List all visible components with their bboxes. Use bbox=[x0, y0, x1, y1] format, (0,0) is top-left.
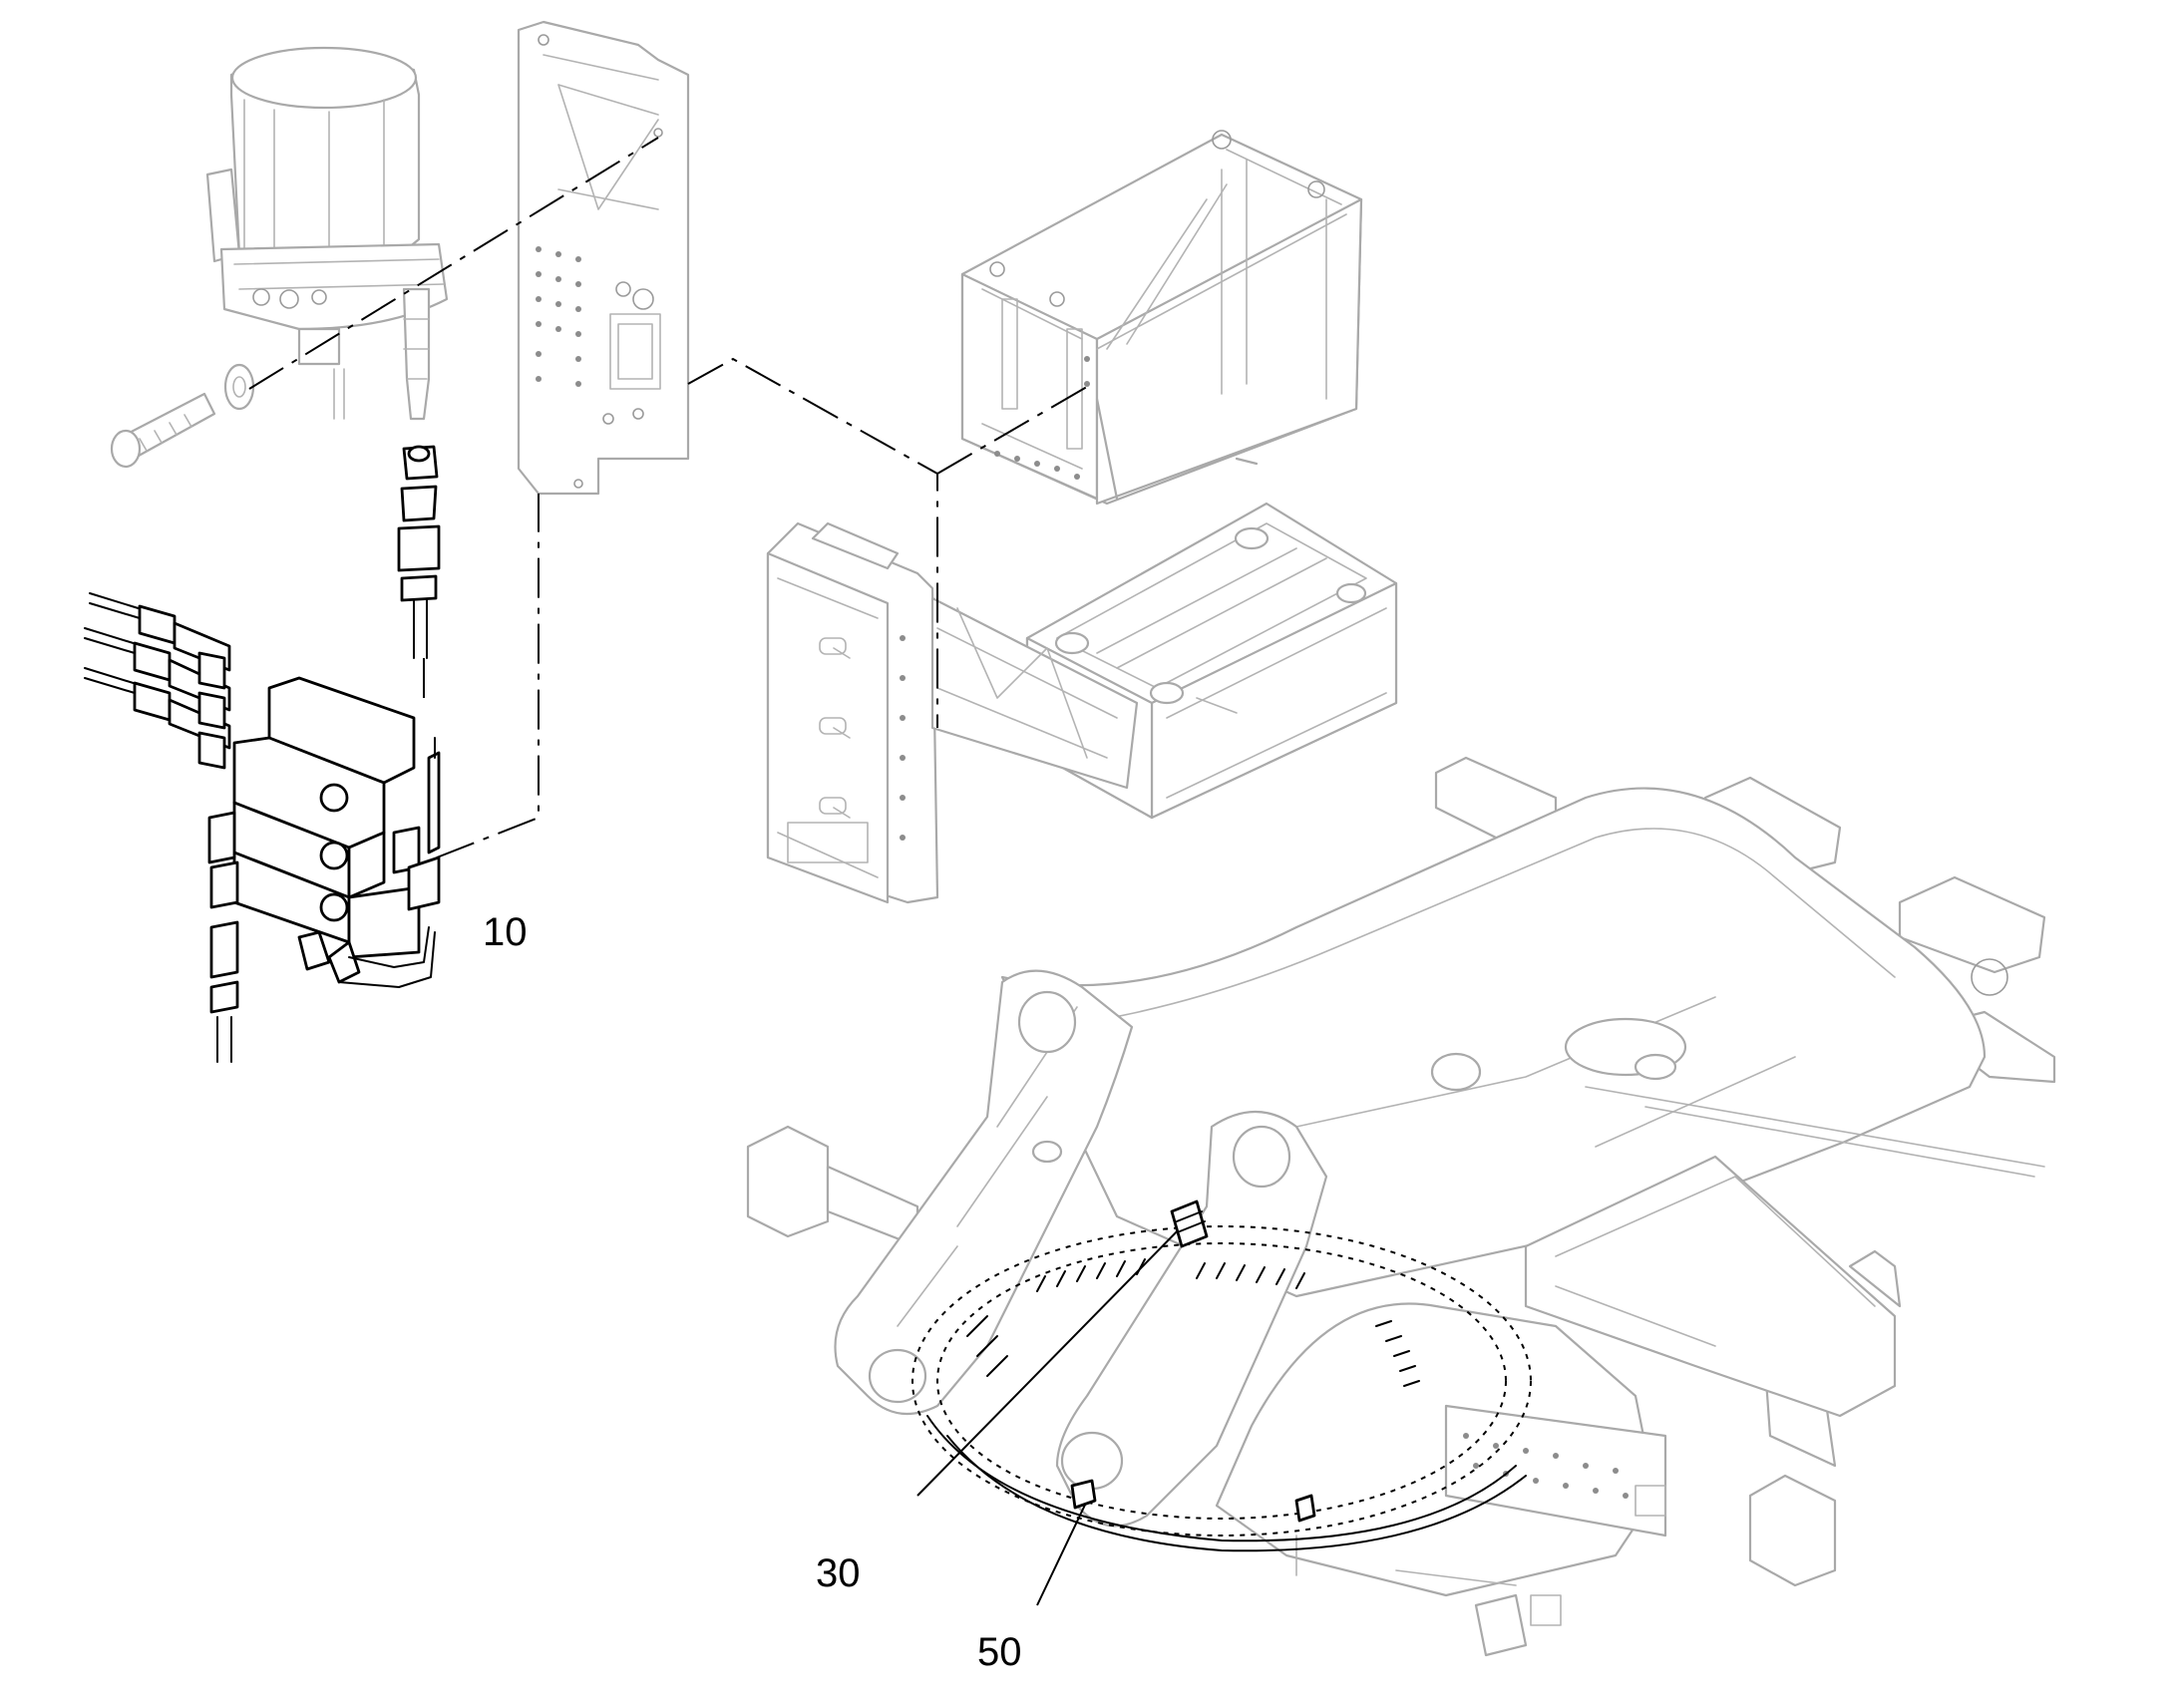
leader-lines bbox=[916, 1220, 1188, 1606]
chassis-frame bbox=[746, 756, 2056, 1657]
plate-hole-grid bbox=[536, 246, 581, 387]
lubrication-block bbox=[84, 592, 441, 1063]
callout-50: 50 bbox=[977, 1630, 1022, 1674]
grease-pump bbox=[205, 46, 449, 421]
box-frame-upper bbox=[960, 130, 1363, 506]
gantry-mast bbox=[766, 521, 1139, 904]
chain-lines bbox=[248, 137, 1093, 858]
mounting-plate bbox=[517, 20, 690, 496]
pump-hose-fittings bbox=[397, 445, 441, 659]
cap-screw bbox=[110, 363, 255, 469]
callout-10: 10 bbox=[483, 910, 528, 954]
slewing-ring bbox=[911, 1225, 1532, 1552]
callout-30: 30 bbox=[816, 1551, 861, 1595]
hose-clamp bbox=[1070, 1479, 1316, 1523]
sensor-box bbox=[1170, 1199, 1209, 1248]
